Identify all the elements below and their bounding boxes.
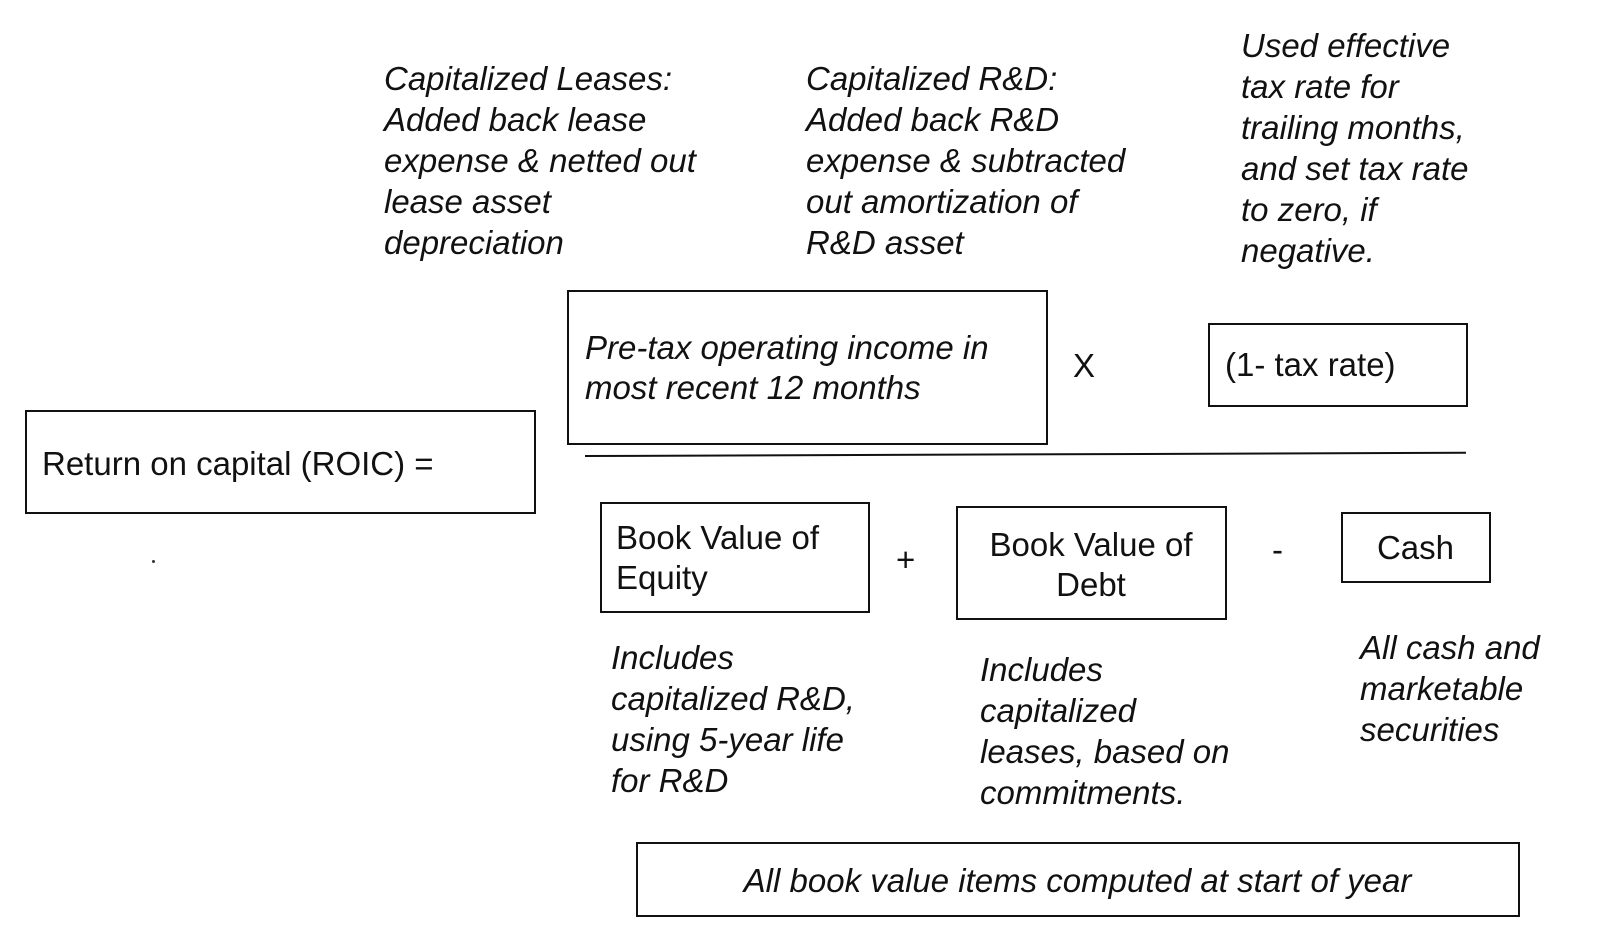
capitalized-leases-note: Capitalized Leases: Added back lease exp… (384, 60, 696, 261)
pretax-income-label: Pre-tax operating income in most recent … (585, 329, 989, 406)
tax-rate-box: (1- tax rate) (1208, 323, 1468, 407)
debt-box: Book Value of Debt (956, 506, 1227, 620)
minus-sign: - (1272, 531, 1283, 568)
roic-label: Return on capital (ROIC) = (42, 445, 434, 482)
tax-rate-note: Used effective tax rate for trailing mon… (1241, 27, 1469, 269)
equity-note: Includes capitalized R&D, using 5-year l… (611, 639, 855, 799)
roic-label-box: Return on capital (ROIC) = (25, 410, 536, 514)
equity-label: Book Value of Equity (616, 519, 820, 596)
tax-rate-label: (1- tax rate) (1225, 346, 1396, 383)
debt-note: Includes capitalized leases, based on co… (980, 651, 1230, 811)
multiply-sign: X (1073, 347, 1096, 384)
timing-box: All book value items computed at start o… (636, 842, 1520, 917)
cash-box: Cash (1341, 512, 1491, 583)
equity-box: Book Value of Equity (600, 502, 870, 613)
debt-label: Book Value of Debt (989, 526, 1193, 603)
pretax-income-box: Pre-tax operating income in most recent … (567, 290, 1048, 445)
capitalized-rnd-note: Capitalized R&D: Added back R&D expense … (806, 60, 1126, 261)
fraction-line (584, 451, 1466, 457)
cash-label: Cash (1376, 529, 1455, 566)
plus-sign: + (896, 541, 916, 578)
stray-dot (152, 560, 155, 563)
timing-label: All book value items computed at start o… (743, 862, 1412, 899)
cash-note: All cash and marketable securities (1360, 629, 1540, 748)
